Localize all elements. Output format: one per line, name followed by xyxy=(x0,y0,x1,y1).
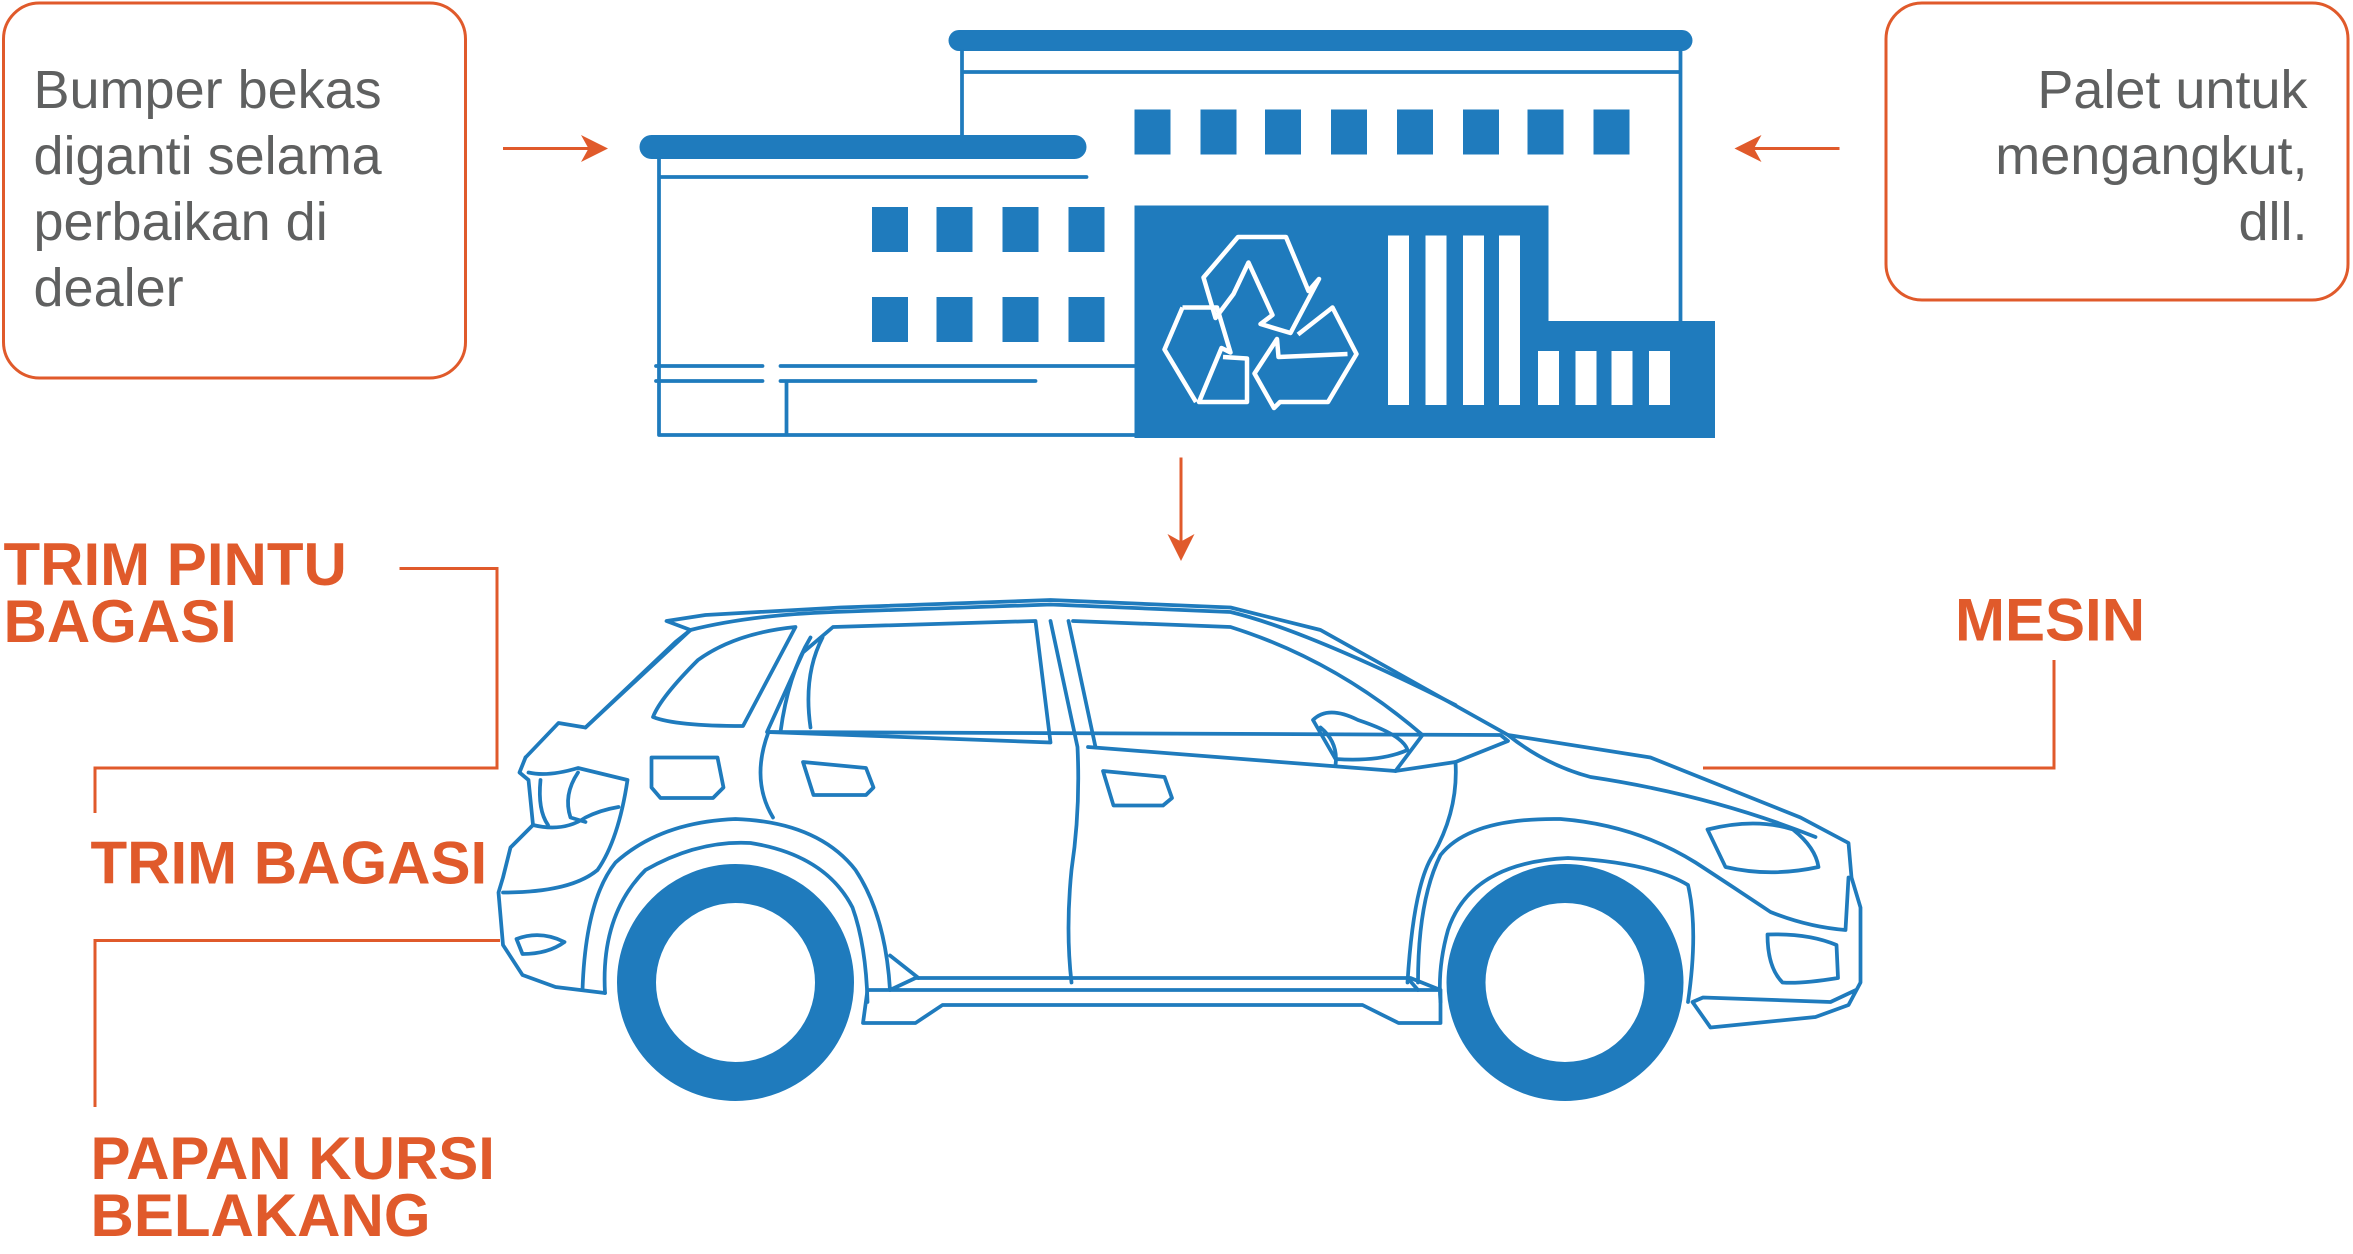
arrow-left-icon xyxy=(1734,135,1840,162)
label-papan-kursi-belakang: PAPAN KURSI xyxy=(91,1125,495,1192)
leader-line xyxy=(93,567,499,813)
box-text-line: Bumper bekas xyxy=(34,60,382,120)
arrow-right-icon xyxy=(503,135,608,162)
recycle-icon xyxy=(1162,234,1359,411)
box-text-line: diganti selama xyxy=(34,126,383,186)
label-papan-kursi-belakang: BELAKANG xyxy=(91,1182,431,1249)
box-text-line: mengangkut, xyxy=(1995,126,2307,186)
box-text-line: dll. xyxy=(2238,192,2307,252)
leader-line xyxy=(1703,660,2056,770)
source-box-left: Bumper bekas diganti selama perbaikan di… xyxy=(2,1,468,380)
arrow-down-icon xyxy=(1167,457,1195,561)
box-text-line: perbaikan di xyxy=(34,192,328,252)
box-text-line: Palet untuk xyxy=(2037,60,2308,120)
box-text-line: dealer xyxy=(34,258,184,318)
recycling-factory-icon xyxy=(639,30,1715,438)
car-icon xyxy=(496,598,1863,1101)
leader-line xyxy=(93,939,501,1107)
source-box-right: Palet untuk mengangkut, dll. xyxy=(1884,1,2350,302)
label-trim-bagasi: TRIM BAGASI xyxy=(91,830,488,897)
label-trim-pintu-bagasi: BAGASI xyxy=(4,588,237,655)
label-trim-pintu-bagasi: TRIM PINTU xyxy=(4,531,347,598)
label-mesin: MESIN xyxy=(1955,587,2145,654)
